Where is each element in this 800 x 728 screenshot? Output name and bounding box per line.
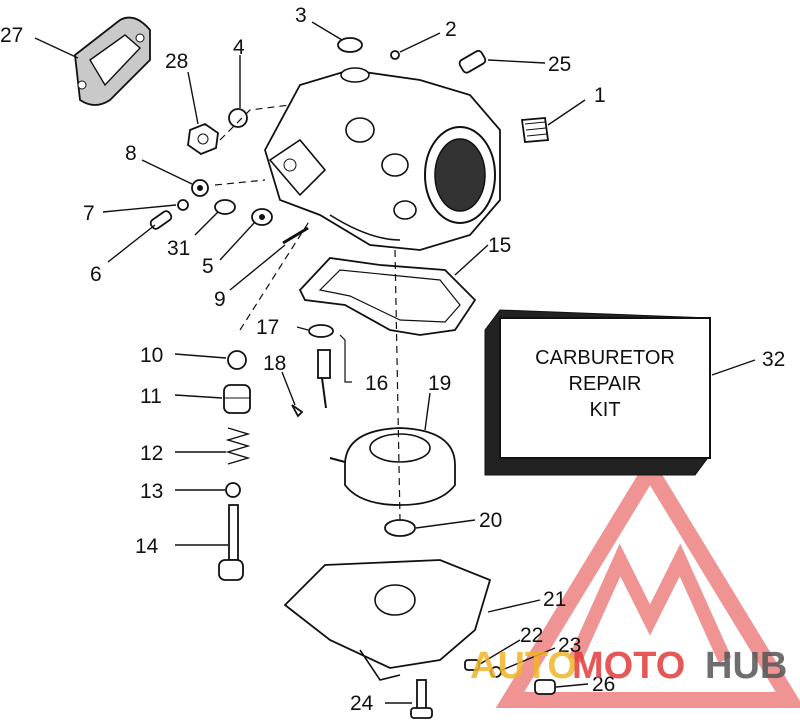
callout-16: 16	[365, 372, 388, 395]
part-11	[223, 384, 251, 414]
part-gasket-15	[298, 257, 477, 336]
part-1	[520, 117, 550, 143]
part-8	[191, 179, 209, 197]
part-13	[225, 482, 241, 498]
part-3	[337, 37, 363, 53]
repair-kit-box: CARBURETOR REPAIR KIT	[484, 309, 711, 476]
part-26	[534, 679, 556, 695]
part-20	[384, 519, 416, 537]
part-16	[317, 334, 352, 409]
callout-10: 10	[140, 344, 163, 367]
callout-11: 11	[140, 385, 162, 408]
part-25	[458, 50, 487, 74]
part-23	[490, 666, 502, 678]
callout-7: 7	[83, 202, 95, 225]
callout-23: 23	[558, 634, 581, 657]
part-17	[308, 324, 334, 338]
callout-28: 28	[165, 50, 188, 73]
assembly-line-a	[239, 219, 311, 331]
watermark-wordmark: AUTO MOTO HUB	[470, 645, 787, 687]
callout-labels: 1 2 3 4 5 6 7 8 9 10 11 12 13 14 15 16 1…	[0, 4, 785, 715]
callout-12: 12	[140, 442, 163, 465]
callout-24: 24	[350, 692, 374, 715]
part-24	[410, 679, 433, 719]
callout-21: 21	[543, 588, 566, 611]
part-5	[251, 208, 273, 226]
watermark-text-hub: HUB	[705, 645, 787, 687]
callout-17: 17	[256, 316, 279, 339]
callout-31: 31	[167, 237, 190, 260]
watermark-triangle	[495, 454, 800, 708]
part-10	[227, 350, 247, 370]
callout-4: 4	[233, 36, 245, 59]
callout-1: 1	[594, 84, 606, 107]
kit-label-line2: REPAIR	[569, 373, 642, 395]
callout-6: 6	[90, 263, 102, 286]
part-14	[218, 504, 244, 581]
part-gasket-27	[74, 16, 151, 106]
watermark-m-shape	[568, 543, 732, 663]
assembly-line-d	[214, 179, 266, 186]
callout-9: 9	[214, 288, 226, 311]
callout-27: 27	[0, 24, 23, 47]
callout-22: 22	[520, 624, 543, 647]
callout-26: 26	[592, 673, 615, 696]
callout-25: 25	[548, 53, 571, 76]
part-31	[214, 199, 236, 215]
watermark-text-auto: AUTO	[470, 645, 577, 687]
callout-3: 3	[295, 4, 307, 27]
callout-19: 19	[428, 372, 451, 395]
part-float-19	[329, 427, 456, 506]
callout-32: 32	[762, 348, 785, 371]
part-22	[464, 659, 480, 671]
callout-13: 13	[140, 480, 163, 503]
assembly-line-c	[219, 104, 291, 141]
callout-2: 2	[445, 18, 457, 41]
part-2	[390, 50, 400, 60]
callout-18: 18	[263, 352, 286, 375]
part-18	[291, 404, 304, 418]
callout-14: 14	[135, 535, 159, 558]
part-carburetor-body	[264, 67, 501, 251]
part-7	[177, 199, 189, 211]
callout-15: 15	[488, 234, 511, 257]
part-12	[225, 427, 251, 465]
part-28	[187, 122, 219, 156]
part-4	[228, 108, 248, 128]
leader-lines	[34, 21, 756, 704]
part-6	[149, 210, 173, 230]
callout-20: 20	[479, 509, 502, 532]
watermark-text-moto: MOTO	[572, 645, 685, 687]
assembly-line-b	[394, 249, 401, 521]
part-9	[282, 226, 309, 245]
watermark-logo	[495, 454, 800, 708]
kit-label-line3: KIT	[589, 399, 620, 421]
part-float-bowl-21	[283, 559, 492, 681]
callout-5: 5	[202, 255, 214, 278]
callout-8: 8	[125, 142, 137, 165]
kit-label-line1: CARBURETOR	[535, 347, 675, 369]
